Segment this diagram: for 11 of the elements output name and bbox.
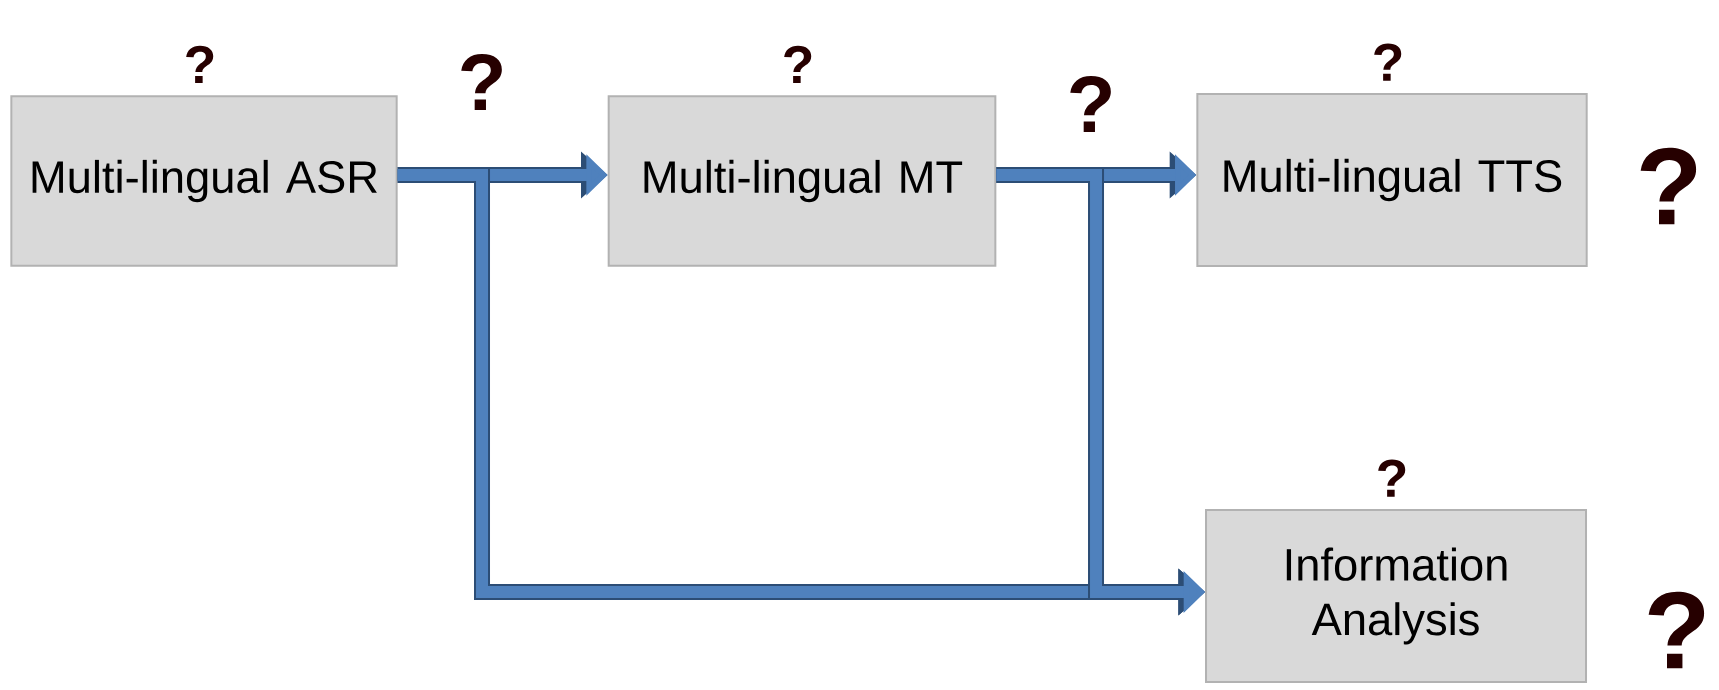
question-mark: ? (461, 54, 502, 110)
question-mark: ? (186, 45, 214, 84)
question-mark: ? (1070, 76, 1111, 132)
process-box: Multi-lingual MT (607, 95, 997, 267)
process-box: Multi-lingual TTS (1196, 93, 1588, 267)
question-mark: ? (784, 45, 812, 84)
question-mark: ? (1640, 147, 1697, 225)
process-box: Multi-lingual ASR (10, 95, 398, 267)
process-box: Information Analysis (1205, 509, 1587, 683)
question-mark: ? (1374, 43, 1402, 81)
question-mark: ? (1378, 459, 1406, 497)
